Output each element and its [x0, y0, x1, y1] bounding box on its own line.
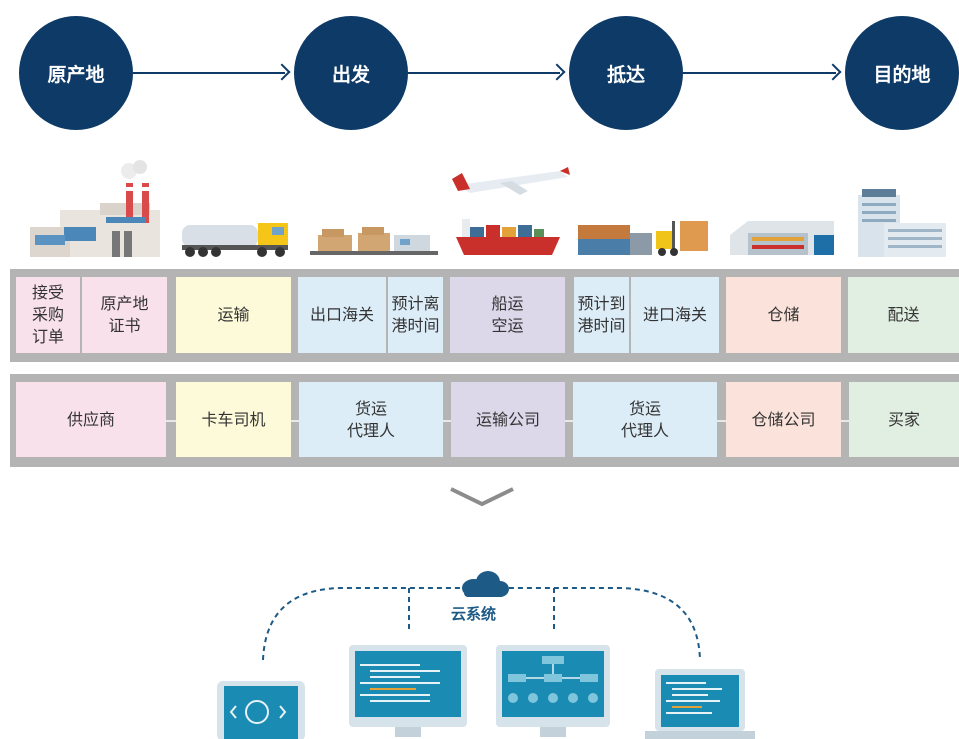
- cell-accept-po: 接受 采购 订单: [16, 277, 80, 353]
- stage-departure: 出发: [294, 16, 408, 130]
- arrow-origin-departure: [133, 72, 285, 74]
- desktop-flowchart-icon: [496, 645, 610, 737]
- arrow-head-3: [824, 63, 842, 81]
- cloud-system-label: 云系统: [451, 605, 497, 623]
- arrow-head-1: [273, 63, 291, 81]
- factory-icon: [30, 160, 160, 257]
- container-ship-icon: [456, 219, 560, 255]
- connector: [443, 420, 451, 422]
- connector: [291, 420, 299, 422]
- chevron-down-icon: [450, 487, 514, 507]
- connector: [841, 420, 849, 422]
- connector: [166, 420, 176, 422]
- cloud-icon: [462, 571, 509, 597]
- cell-delivery: 配送: [848, 277, 959, 353]
- connector: [717, 420, 726, 422]
- connector: [565, 420, 573, 422]
- stage-origin: 原产地: [19, 16, 133, 130]
- cell-eta: 预计到 港时间: [574, 277, 629, 353]
- cell-sea-air: 船运 空运: [450, 277, 565, 353]
- cell-import-customs: 进口海关: [631, 277, 719, 353]
- stage-arrival: 抵达: [569, 16, 683, 130]
- party-freight-forwarder-dest: 货运 代理人: [573, 382, 717, 457]
- party-supplier: 供应商: [16, 382, 166, 457]
- arrow-departure-arrival: [408, 72, 560, 74]
- cell-export-customs: 出口海关: [298, 277, 386, 353]
- party-buyer: 买家: [849, 382, 959, 457]
- cell-transport: 运输: [176, 277, 291, 353]
- party-carrier: 运输公司: [451, 382, 565, 457]
- cargo-pallets-icon: [310, 227, 438, 255]
- party-truck-driver: 卡车司机: [176, 382, 291, 457]
- cell-etd: 预计离 港时间: [388, 277, 443, 353]
- party-warehouse-company: 仓储公司: [726, 382, 841, 457]
- laptop-icon: [645, 669, 755, 739]
- party-freight-forwarder: 货运 代理人: [299, 382, 443, 457]
- containers-forklift-icon: [578, 221, 708, 256]
- cloud-system-graphic: [217, 571, 755, 739]
- tablet-icon: [217, 681, 305, 739]
- stage-destination: 目的地: [845, 16, 959, 130]
- warehouse-icon: [730, 221, 834, 255]
- cell-origin-cert: 原产地 证书: [82, 277, 167, 353]
- desktop-code-icon: [349, 645, 467, 737]
- illustrations-row: [30, 160, 946, 257]
- arrow-arrival-destination: [683, 72, 836, 74]
- airplane-icon: [452, 167, 570, 195]
- office-building-icon: [858, 189, 946, 257]
- network-arc: [262, 587, 701, 661]
- arrow-head-2: [548, 63, 566, 81]
- truck-icon: [182, 223, 288, 257]
- cell-warehousing: 仓储: [726, 277, 841, 353]
